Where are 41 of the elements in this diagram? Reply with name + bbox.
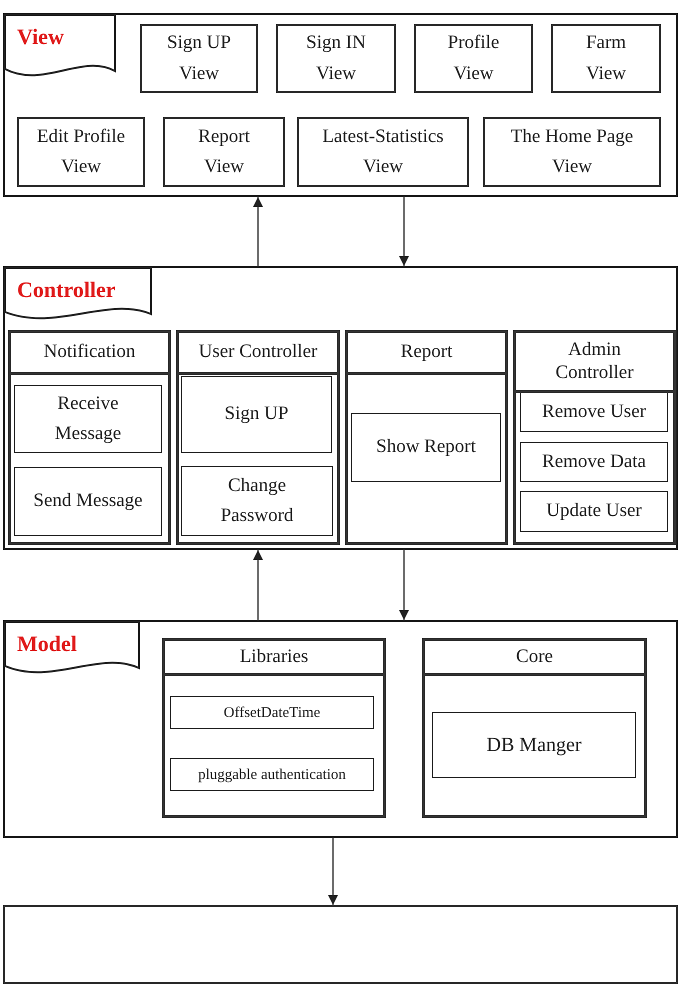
module-box: Remove User	[520, 392, 668, 432]
view-box: Farm View	[551, 24, 661, 93]
component-column	[513, 330, 676, 545]
module-box: DB Manger	[432, 712, 636, 778]
arrow	[253, 197, 263, 266]
component-column	[176, 330, 340, 545]
module-box: Receive Message	[14, 385, 162, 453]
storage-box	[3, 905, 678, 984]
module-box: Update User	[520, 491, 668, 532]
view-box: Edit Profile View	[17, 117, 145, 187]
view-box: Profile View	[414, 24, 533, 93]
module-box: OffsetDateTime	[170, 696, 374, 729]
arrow	[399, 197, 409, 266]
column-header: Report	[348, 333, 505, 375]
view-box: Sign IN View	[276, 24, 396, 93]
view-box: Report View	[163, 117, 285, 187]
layer-panel	[3, 620, 678, 838]
component-column	[162, 638, 386, 818]
column-header: Libraries	[165, 641, 383, 676]
module-box: Send Message	[14, 467, 162, 536]
layer-panel	[3, 13, 678, 197]
module-box: Sign UP	[181, 376, 332, 453]
component-column	[345, 330, 508, 545]
column-header: Core	[425, 641, 644, 676]
section-title: Model	[17, 630, 77, 658]
section-title: Controller	[17, 276, 116, 304]
view-box: Latest-Statistics View	[297, 117, 469, 187]
view-box: Sign UP View	[140, 24, 258, 93]
arrow	[253, 550, 263, 620]
component-column	[8, 330, 171, 545]
module-box: Change Password	[181, 466, 333, 536]
module-box: pluggable authentication	[170, 758, 374, 791]
module-box: Show Report	[351, 413, 501, 482]
section-title: View	[17, 23, 64, 50]
module-box: Remove Data	[520, 442, 668, 482]
arrow	[328, 838, 338, 905]
arrow	[399, 550, 409, 620]
component-column	[422, 638, 647, 818]
layer-panel	[3, 266, 678, 550]
column-header: Notification	[11, 333, 168, 375]
view-box: The Home Page View	[483, 117, 661, 187]
